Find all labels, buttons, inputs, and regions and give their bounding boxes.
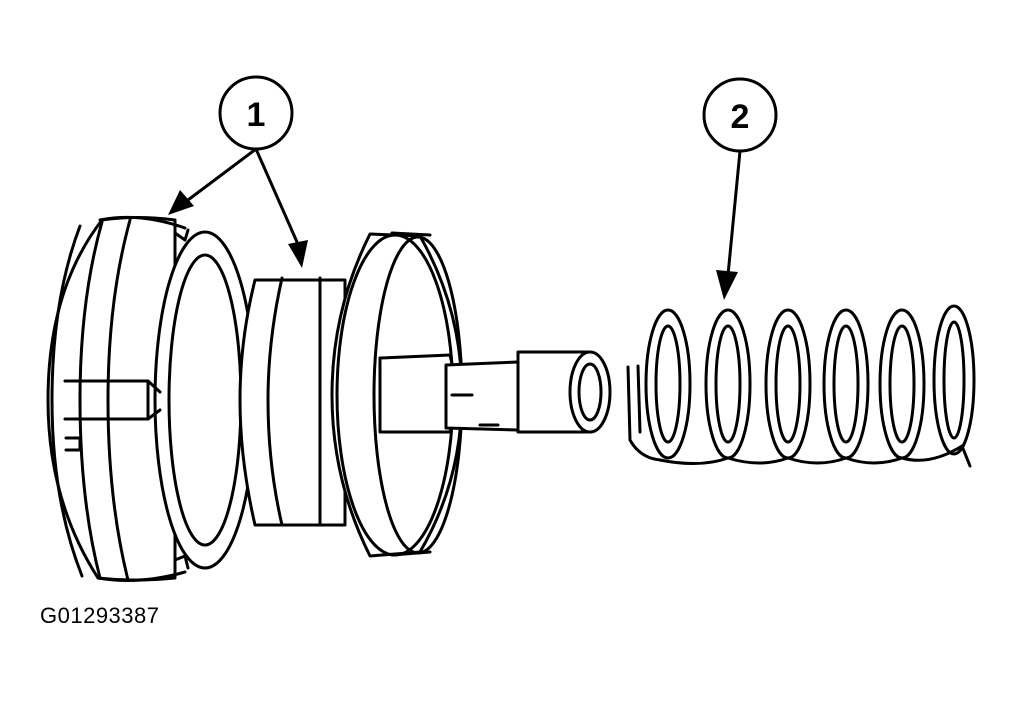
figure-id: G01293387 (40, 603, 160, 628)
spool-valve-part (238, 231, 612, 558)
callout-2: 2 (702, 77, 778, 300)
callout-2-label: 2 (731, 98, 750, 136)
outer-ring-part (46, 215, 257, 582)
coil-spring-part (626, 304, 976, 468)
callout-1-label: 1 (247, 96, 266, 134)
callout-1: 1 (168, 75, 308, 268)
